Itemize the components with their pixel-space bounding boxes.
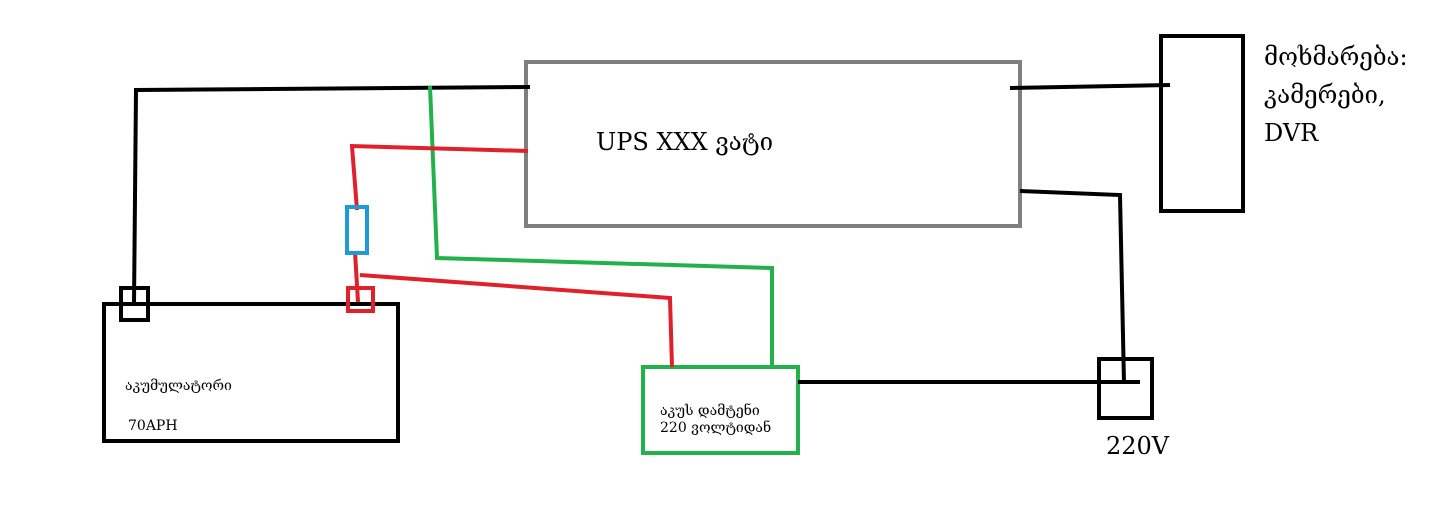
ups-positive-wire — [349, 143, 529, 211]
consumer-box — [1159, 34, 1245, 213]
mains-socket — [1097, 357, 1154, 420]
consumer-label-line2: კამერები, — [1264, 81, 1386, 109]
consumer-label-line1: მოხმარება: — [1264, 43, 1408, 71]
charger-box — [641, 365, 800, 455]
mains-label: 220V — [1106, 432, 1170, 460]
battery-label: აკუმულატორი — [125, 378, 232, 394]
fuse — [345, 205, 369, 255]
ups-mains-wire — [1019, 189, 1126, 384]
battery-capacity: 70APH — [128, 418, 178, 434]
battery-box — [102, 302, 400, 443]
charger-label-line1: აკუს დამტენი — [660, 403, 760, 419]
ups-box — [524, 60, 1022, 228]
ups-label: UPS XXX ვატი — [596, 128, 774, 156]
charger-label-line2: 220 ვოლტიდან — [660, 420, 772, 436]
battery-positive-terminal — [346, 286, 375, 313]
charger-label: აკუს დამტენი 220 ვოლტიდან — [660, 403, 771, 437]
consumer-label: მოხმარება: კამერები, DVR — [1264, 38, 1408, 152]
charger-positive-wire — [359, 273, 674, 368]
fuse-to-battery-wire — [353, 251, 360, 303]
ups-output-wire — [1009, 83, 1171, 90]
battery-negative-wire — [132, 85, 531, 305]
charger-negative-wire — [428, 85, 774, 367]
consumer-label-line3: DVR — [1264, 119, 1319, 147]
